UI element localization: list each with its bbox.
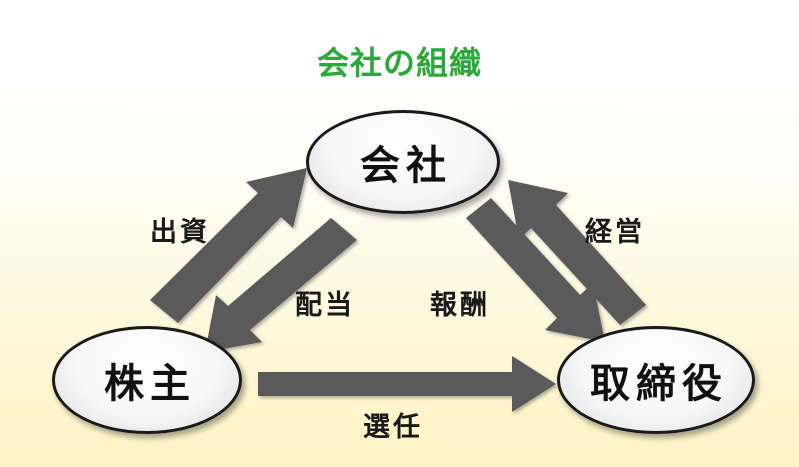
arrow-election [258,356,556,412]
shareholders-label: 株主 [104,361,196,407]
label-remuneration: 報酬 [430,290,490,321]
directors-label: 取締役 [590,361,728,407]
company-node: 会社 [306,110,500,214]
diagram-title: 会社の組織 [316,44,482,82]
arrow-investment [150,168,307,323]
label-election: 選任 [363,412,423,443]
company-label: 会社 [360,143,452,189]
arrow-management [508,180,646,325]
label-investment: 出資 [150,217,210,248]
directors-node: 取締役 [557,326,755,434]
label-dividend: 配当 [295,290,355,321]
label-management: 経営 [585,217,645,248]
shareholders-node: 株主 [52,326,242,434]
arrow-remuneration [466,198,605,342]
arrow-dividend [205,218,357,352]
